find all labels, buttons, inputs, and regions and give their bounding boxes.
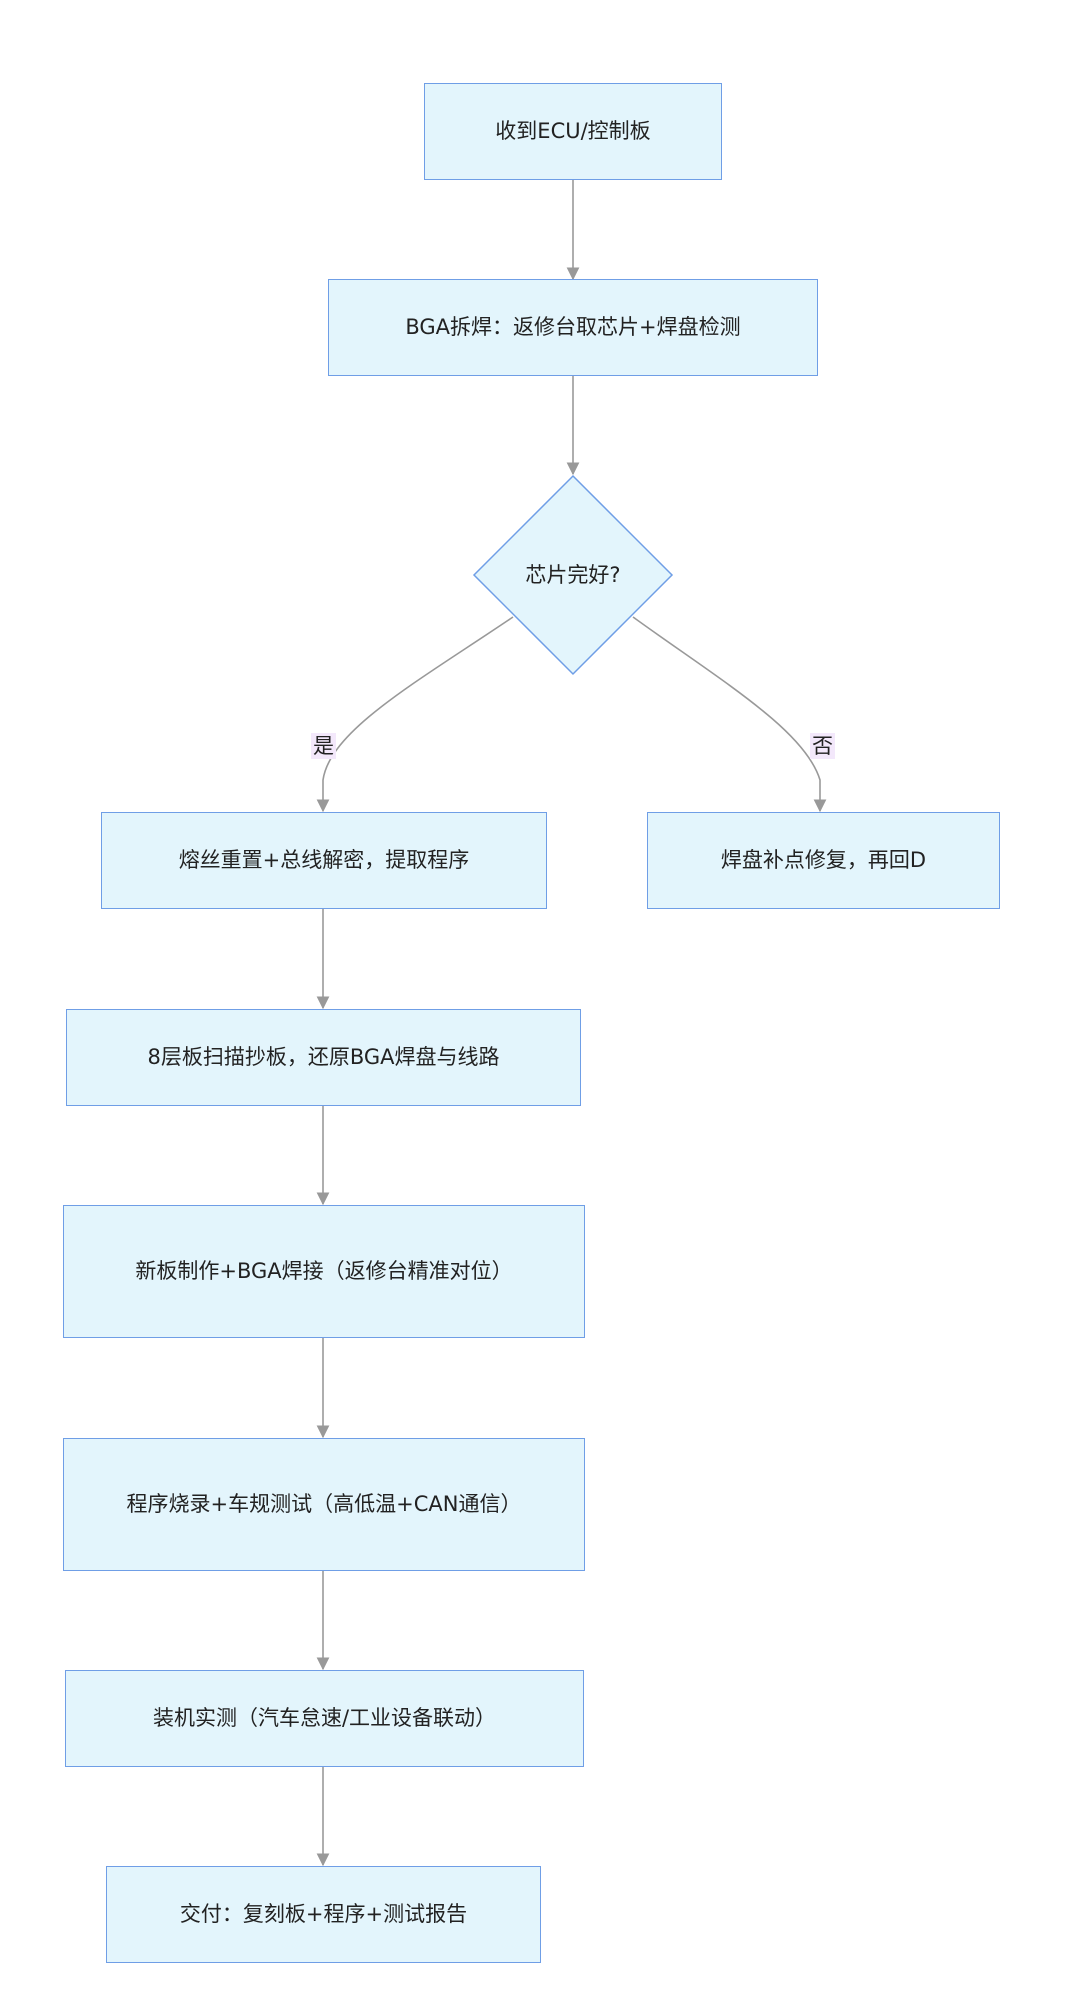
edge-decision-no [632, 616, 827, 813]
node-bga-removal-label: BGA拆焊：返修台取芯片+焊盘检测 [405, 315, 741, 339]
node-receive-board: 收到ECU/控制板 [424, 83, 722, 180]
node-fuse-reset-label: 熔丝重置+总线解密，提取程序 [178, 848, 470, 872]
node-deliver-label: 交付：复刻板+程序+测试报告 [179, 1902, 468, 1926]
node-deliver: 交付：复刻板+程序+测试报告 [106, 1866, 541, 1963]
decision-label: 芯片完好? [525, 563, 621, 587]
node-board-scan: 8层板扫描抄板，还原BGA焊盘与线路 [66, 1009, 581, 1106]
node-receive-board-label: 收到ECU/控制板 [495, 119, 651, 143]
edge-label-yes: 是 [311, 733, 336, 759]
node-pad-repair-label: 焊盘补点修复，再回D [720, 848, 927, 872]
node-new-board: 新板制作+BGA焊接（返修台精准对位） [63, 1205, 585, 1338]
node-fuse-reset: 熔丝重置+总线解密，提取程序 [101, 812, 547, 909]
node-burn-test-label: 程序烧录+车规测试（高低温+CAN通信） [126, 1492, 522, 1516]
edge-label-no: 否 [810, 733, 835, 759]
node-install-test: 装机实测（汽车怠速/工业设备联动） [65, 1670, 584, 1767]
node-install-test-label: 装机实测（汽车怠速/工业设备联动） [152, 1706, 497, 1730]
decision-diamond [472, 474, 674, 676]
node-burn-test: 程序烧录+车规测试（高低温+CAN通信） [63, 1438, 585, 1571]
node-pad-repair: 焊盘补点修复，再回D [647, 812, 1000, 909]
node-bga-removal: BGA拆焊：返修台取芯片+焊盘检测 [328, 279, 818, 376]
node-new-board-label: 新板制作+BGA焊接（返修台精准对位） [135, 1259, 513, 1283]
edge-decision-yes [316, 616, 514, 813]
node-board-scan-label: 8层板扫描抄板，还原BGA焊盘与线路 [147, 1045, 500, 1069]
